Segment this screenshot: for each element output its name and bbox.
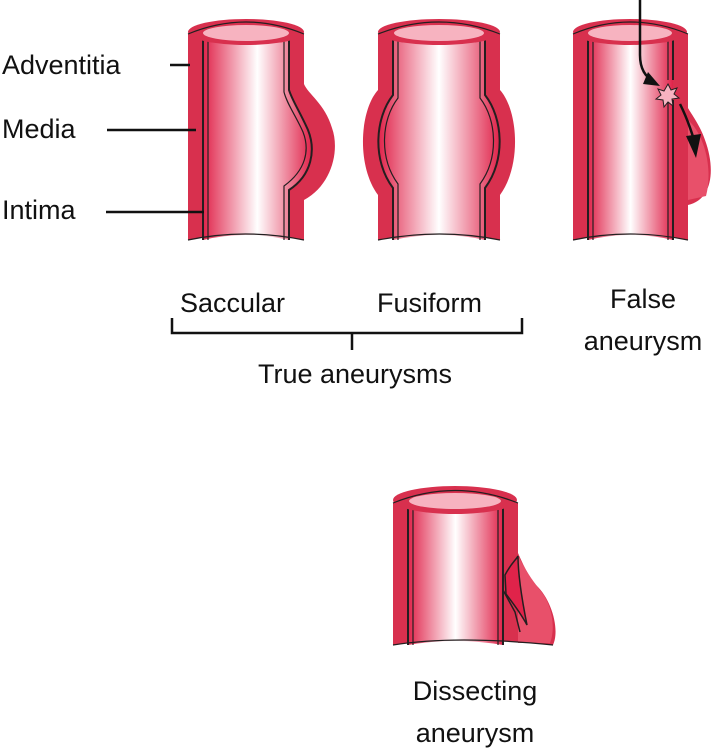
captions: Saccular Fusiform False aneurysm True an… [170,284,703,389]
caption-false-line2: aneurysm [584,326,703,356]
caption-fusiform: Fusiform [377,288,482,318]
dissection-flap [504,555,528,626]
caption-true-aneurysms: True aneurysms [258,359,452,389]
label-adventitia: Adventitia [2,50,122,80]
vessel-dissecting [392,486,556,646]
true-aneurysms-bracket [170,318,524,350]
layer-labels: Adventitia Media Intima [2,50,204,225]
rupture-mark [654,82,681,109]
dissecting-false-channel [518,555,553,643]
label-intima: Intima [2,195,77,225]
dissecting-lumen [408,503,503,645]
vessel-false-aneurysm [572,0,711,241]
caption-dissecting-line2: aneurysm [416,718,535,748]
caption-false-line1: False [610,284,676,314]
dissecting-caption: Dissecting aneurysm [413,676,538,748]
fusiform-lumen [378,34,500,240]
vessel-saccular [187,19,335,241]
caption-saccular: Saccular [180,288,285,318]
false-lumen [588,34,673,240]
vessel-fusiform [362,19,516,241]
caption-dissecting-line1: Dissecting [413,676,538,706]
label-media: Media [2,114,77,144]
